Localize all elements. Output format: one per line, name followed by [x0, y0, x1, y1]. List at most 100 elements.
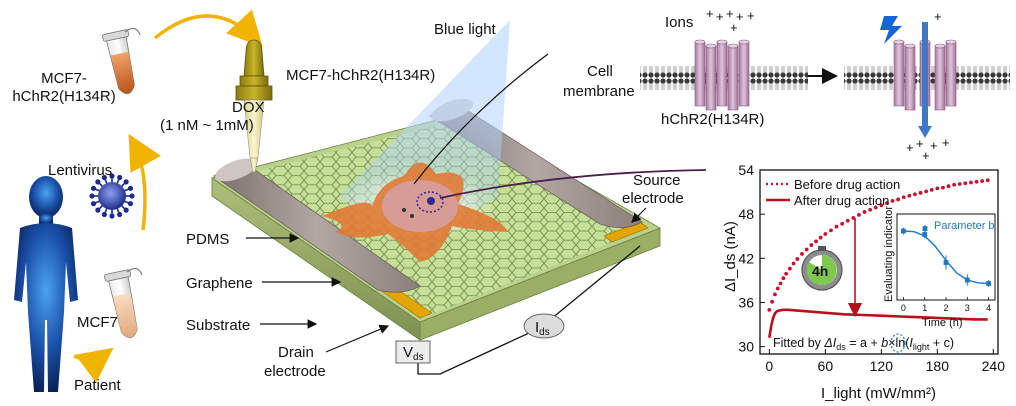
inset-x-tick-label: 3 [965, 303, 970, 313]
point-before [778, 281, 783, 286]
inset-x-tick-label: 4 [986, 303, 991, 313]
ion-signs: + + + + + + + + + + + + [706, 6, 950, 163]
x-tick-label: 0 [765, 358, 773, 374]
inset-point [964, 277, 970, 283]
point-before [907, 193, 912, 198]
point-before [781, 276, 786, 281]
svg-text:+: + [906, 140, 914, 155]
svg-text:+: + [934, 9, 942, 24]
inset-point [900, 228, 906, 234]
label-hchr2-channel: hChR2(H134R) [661, 111, 764, 128]
point-before [957, 182, 962, 186]
virus-spike-tip [95, 207, 101, 213]
label-substrate: Substrate [186, 317, 250, 334]
channel-helix-top [904, 43, 916, 49]
ion-flow [880, 16, 932, 138]
channel-helix [934, 45, 946, 111]
label-cell-membrane-line2: membrane [563, 83, 635, 100]
inset-x-tick-label: 0 [901, 303, 906, 313]
point-before [963, 181, 968, 186]
legend-before: Before drug action [794, 177, 900, 192]
main-ylabel: ΔI_ds (nA) [722, 221, 739, 292]
point-before [913, 192, 917, 197]
point-before [818, 235, 823, 240]
inset-legend: Parameter b [934, 220, 995, 232]
svg-text:+: + [916, 136, 924, 151]
line-after [768, 308, 988, 339]
channel-helix [738, 41, 750, 107]
svg-text:+: + [726, 6, 734, 21]
inset-point [943, 260, 949, 265]
point-before [896, 197, 901, 202]
dropper-pipette [235, 39, 273, 173]
channel-helix [716, 41, 728, 107]
device-leader-lines [246, 53, 707, 353]
point-before [929, 187, 934, 192]
point-before [840, 221, 845, 226]
svg-text:+: + [942, 135, 950, 150]
point-before [885, 201, 889, 206]
y-tick-label: 54 [738, 162, 754, 178]
channel-helix-top [716, 39, 728, 45]
virus-spike-tip [109, 213, 115, 219]
label-drain-line1: Drain [278, 344, 314, 361]
point-before [834, 224, 839, 229]
vds-source: Vds [395, 340, 431, 364]
lightning-icon [880, 16, 902, 44]
point-before [901, 195, 906, 200]
svg-text:+: + [922, 148, 930, 163]
channel-helix-top [705, 43, 717, 49]
virus-spike-tip [123, 179, 129, 185]
point-before [985, 178, 990, 183]
virus-spike-tip [127, 201, 134, 207]
point-before [823, 232, 828, 236]
lentivirus-particle [89, 173, 135, 219]
ids-meter: Ids [523, 313, 565, 339]
point-before [809, 243, 814, 247]
y-tick-label: 48 [738, 206, 754, 222]
virus-spike-tip [89, 193, 95, 199]
point-before [941, 185, 945, 190]
workflow-arrows [73, 9, 263, 383]
point-before [800, 252, 804, 256]
x-tick-label: 240 [982, 358, 1006, 374]
channel-helix [945, 41, 957, 107]
label-cell-membrane-line1: Cell [587, 63, 613, 80]
x-tick-label: 60 [818, 358, 834, 374]
virus-spike-tip [117, 211, 123, 218]
x-tick-label: 120 [870, 358, 894, 374]
channel-helix-top [738, 39, 750, 45]
virus-spike-tip [117, 174, 123, 181]
legend-after: After drug action [794, 193, 889, 208]
point-before [787, 266, 792, 271]
label-lentivirus: Lentivirus [48, 162, 112, 179]
channel-helix [893, 41, 905, 107]
svg-text:+: + [730, 20, 738, 35]
label-pdms: PDMS [186, 231, 229, 248]
timer-icon: 4h [801, 246, 843, 291]
point-before [868, 207, 873, 212]
point-before [845, 218, 850, 223]
channel-helix [705, 45, 717, 111]
svg-text:+: + [747, 8, 755, 23]
label-dox-range: (1 nM ~ 1mM) [160, 117, 254, 134]
timer-label: 4h [812, 263, 828, 279]
virus-spike-tip [127, 185, 134, 191]
svg-text:+: + [706, 6, 714, 21]
legend: Before drug action After drug action [766, 177, 900, 208]
inset-x-tick-label: 1 [922, 303, 927, 313]
cell-on-chip [322, 162, 508, 262]
label-drain-line2: electrode [264, 363, 326, 380]
label-vds: Vds [403, 344, 424, 363]
channel-helix [694, 41, 706, 107]
channel-helix-top [727, 43, 739, 49]
circuit-wiring [417, 245, 641, 375]
arrow-mcf7-to-lentivirus [128, 133, 161, 231]
point-before [767, 307, 772, 312]
point-before [784, 271, 789, 276]
